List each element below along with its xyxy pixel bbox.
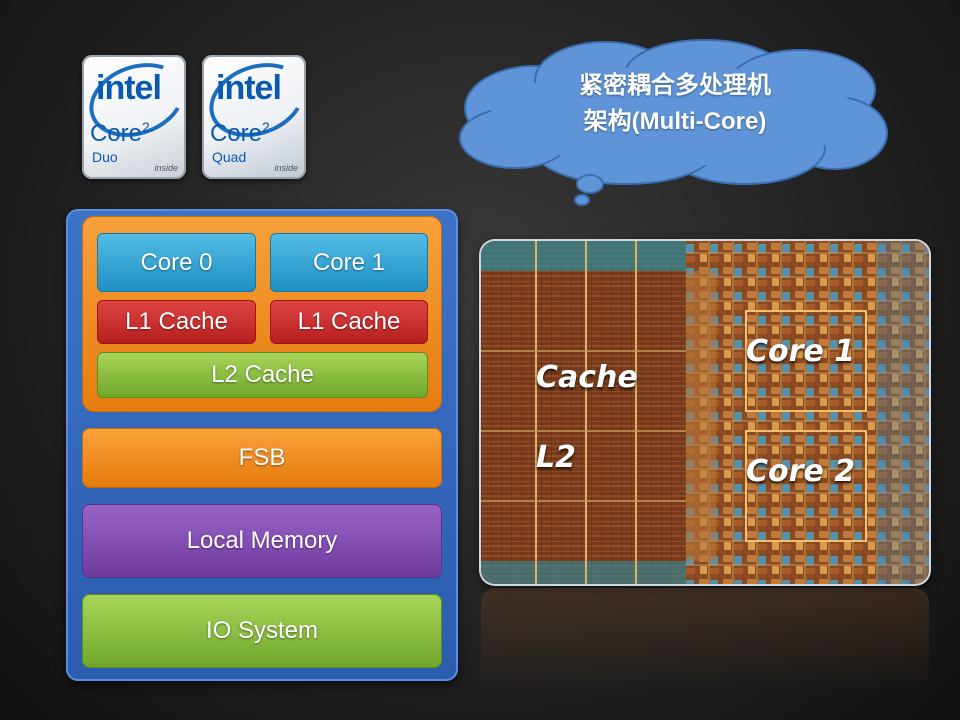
die-texture	[481, 241, 929, 584]
callout-line1: 紧密耦合多处理机	[579, 72, 771, 99]
core-1-block: Core 1	[270, 233, 428, 292]
logo-product: Core2	[210, 119, 270, 147]
logo-brand: intel	[216, 69, 282, 107]
fsb-block: FSB	[82, 428, 442, 488]
callout-line2: 架构(Multi-Core)	[583, 108, 767, 135]
die-label-l2: L2	[536, 440, 576, 475]
local-memory-block: Local Memory	[82, 504, 442, 578]
l1-cache-left-block: L1 Cache	[97, 300, 256, 344]
logo-tagline: inside	[154, 163, 178, 173]
die-reflection	[481, 588, 929, 720]
die-label-cache: Cache	[536, 360, 638, 395]
l1-cache-right-block: L1 Cache	[270, 300, 428, 344]
logo-tagline: inside	[274, 163, 298, 173]
intel-core2-duo-logo: intel Core2 Duo inside	[82, 55, 186, 179]
intel-core2-quad-logo: intel Core2 Quad inside	[202, 55, 306, 179]
logo-variant: Duo	[92, 149, 118, 165]
die-label-core1: Core 1	[746, 334, 856, 369]
logo-product: Core2	[90, 119, 150, 147]
core-0-block: Core 0	[97, 233, 256, 292]
thought-cloud	[459, 39, 888, 206]
io-system-block: IO System	[82, 594, 442, 668]
logo-variant: Quad	[212, 149, 247, 165]
die-label-core2: Core 2	[746, 454, 856, 489]
callout-text: 紧密耦合多处理机 架构(Multi-Core)	[470, 68, 880, 140]
cpu-die-photo	[481, 241, 929, 584]
l2-cache-block: L2 Cache	[97, 352, 428, 398]
logo-brand: intel	[96, 69, 162, 107]
